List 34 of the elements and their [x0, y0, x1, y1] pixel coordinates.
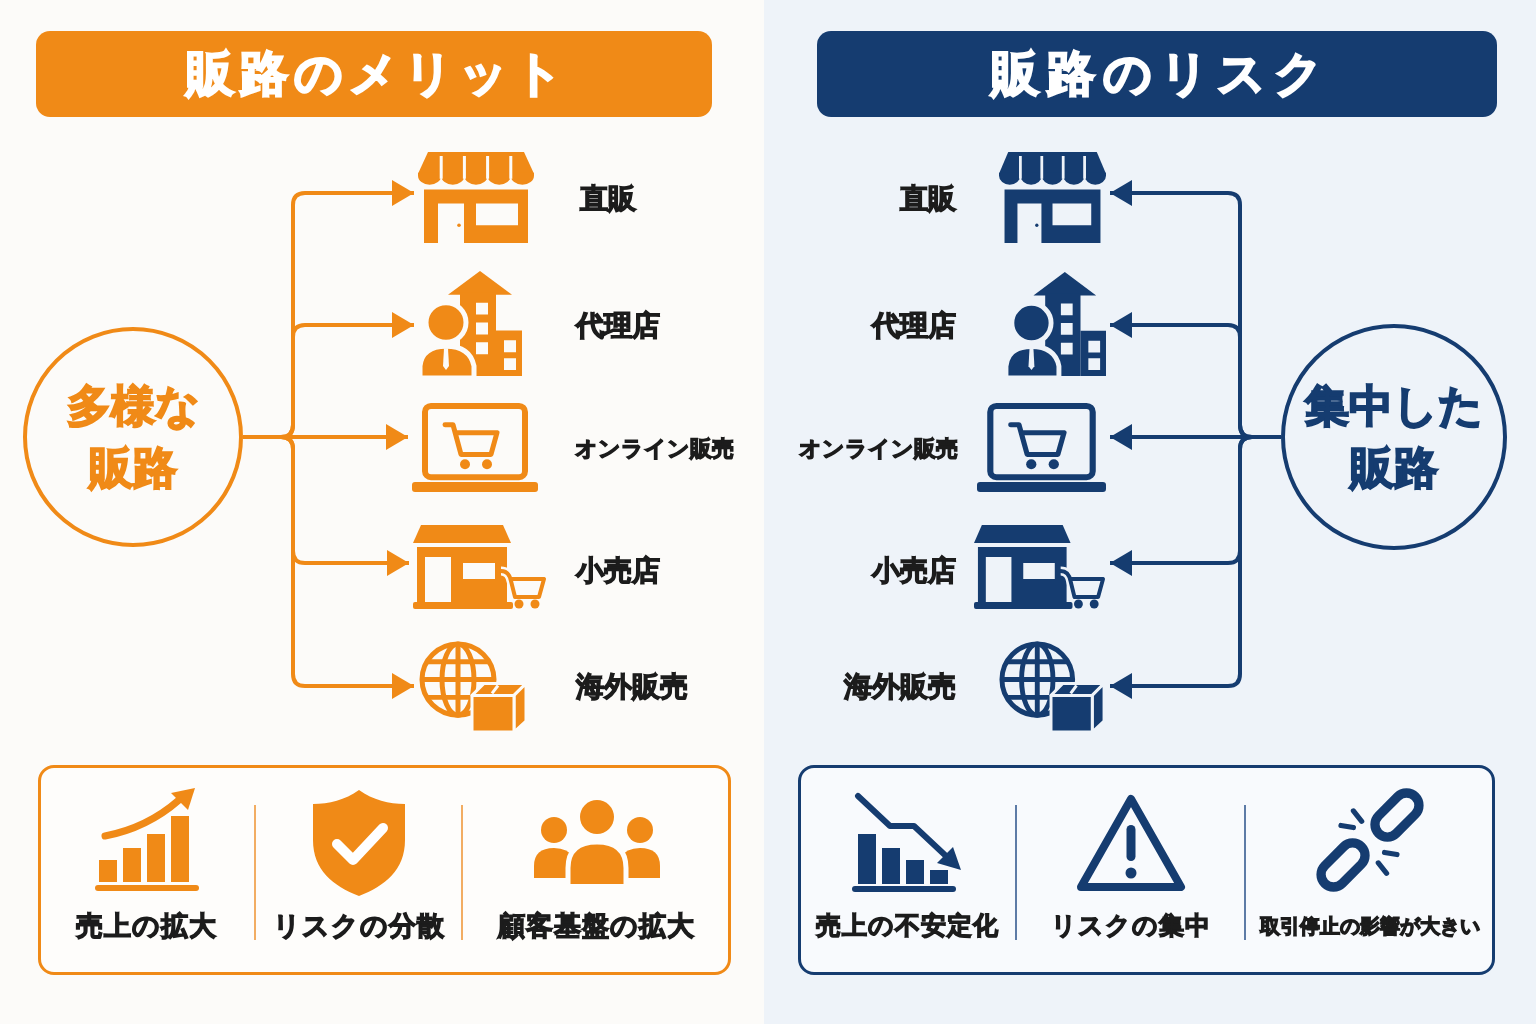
globe-box-icon — [418, 640, 528, 733]
hub-label: 集中した販路 — [1304, 379, 1484, 495]
summary-label: リスクの分散 — [272, 909, 445, 943]
summary-panel — [38, 765, 731, 975]
channel-label: 代理店 — [872, 309, 956, 343]
storefront-icon — [418, 152, 534, 243]
connector-arrow — [243, 435, 414, 699]
channel-label: 直販 — [580, 182, 636, 216]
hub-label: 多様な販路 — [65, 379, 201, 495]
channel-label: 小売店 — [872, 554, 956, 588]
summary-label: 取引停止の影響が大きい — [1260, 914, 1480, 938]
header-banner — [817, 31, 1497, 117]
shop-cart-icon — [413, 525, 547, 609]
shop-cart-icon — [974, 525, 1106, 609]
channel-label: 海外販売 — [844, 670, 956, 704]
channel-label: 海外販売 — [576, 670, 688, 704]
summary-label: 顧客基盤の拡大 — [498, 909, 695, 943]
channel-label: 直販 — [900, 182, 956, 216]
laptop-cart-icon — [412, 403, 538, 492]
summary-label: 売上の拡大 — [76, 909, 217, 943]
channel-label: 代理店 — [576, 309, 660, 343]
summary-label: リスクの集中 — [1050, 911, 1211, 941]
channel-label: オンライン販売 — [575, 435, 734, 463]
header-title: 販路のリスク — [989, 45, 1331, 103]
laptop-cart-icon — [977, 403, 1106, 492]
summary-label: 売上の不安定化 — [815, 911, 999, 941]
storefront-icon — [999, 152, 1106, 243]
summary-panel — [798, 765, 1495, 975]
connector-arrow — [1110, 435, 1281, 699]
header-title: 販路のメリット — [184, 45, 569, 103]
channel-label: 小売店 — [576, 554, 660, 588]
channel-label: オンライン販売 — [799, 435, 958, 463]
globe-box-icon — [998, 640, 1106, 733]
header-banner — [36, 31, 712, 117]
